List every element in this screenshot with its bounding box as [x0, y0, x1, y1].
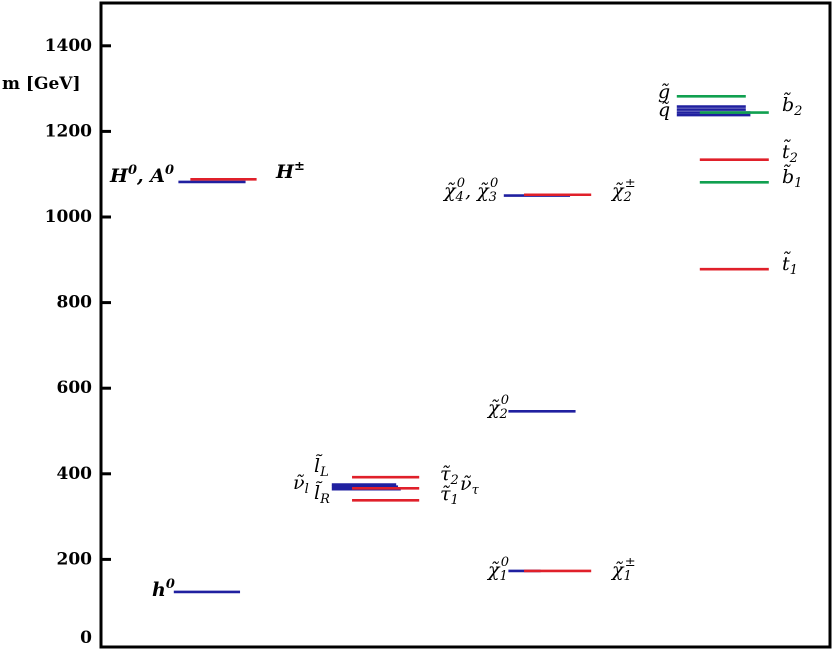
label-snu-tau: ν̃τ: [460, 473, 480, 498]
label-Hpm: H±: [275, 159, 305, 183]
label-chi1-0: χ̃10: [486, 555, 509, 584]
y-tick-label-200: 200: [57, 549, 93, 569]
y-tick-label-400: 400: [57, 464, 93, 484]
y-tick-label-600: 600: [57, 378, 93, 398]
label-H0-A0: H0, A0: [109, 163, 174, 187]
label-sl-R: l̃R: [314, 481, 330, 507]
label-gluino: g̃: [658, 81, 670, 103]
label-sbottom2: b̃2: [782, 93, 802, 119]
label-sl-L: l̃L: [314, 454, 329, 480]
label-chi1-pm: χ̃1±: [610, 555, 636, 584]
label-h0: h0: [152, 577, 175, 601]
label-chi4-chi3: χ̃40, χ̃30: [442, 176, 498, 205]
particle-labels: h0 H0, A0 H± ν̃l l̃L l̃R τ̃2 ν̃τ τ̃1 χ̃1…: [109, 81, 802, 601]
label-stop1: t̃1: [782, 252, 798, 278]
mass-levels: [173, 95, 769, 594]
y-tick-label-0: 0: [80, 628, 92, 648]
plot-frame: [99, 1, 832, 649]
label-stop2: t̃2: [782, 140, 798, 166]
y-tick-label-800: 800: [57, 293, 93, 313]
label-chi2-pm: χ̃2±: [610, 176, 636, 205]
label-snu-l: ν̃l: [293, 472, 309, 497]
label-squark: q̃: [658, 99, 670, 121]
y-axis-label: m [GeV]: [2, 74, 81, 94]
y-tick-label-1200: 1200: [45, 121, 92, 141]
y-tick-label-1000: 1000: [45, 207, 92, 227]
label-chi2-0: χ̃20: [486, 393, 509, 422]
label-sbottom1: b̃1: [782, 165, 802, 191]
y-tick-label-1400: 1400: [45, 36, 92, 56]
y-ticks: 0 200 400 600 800 1000 1200 1400: [45, 36, 111, 648]
